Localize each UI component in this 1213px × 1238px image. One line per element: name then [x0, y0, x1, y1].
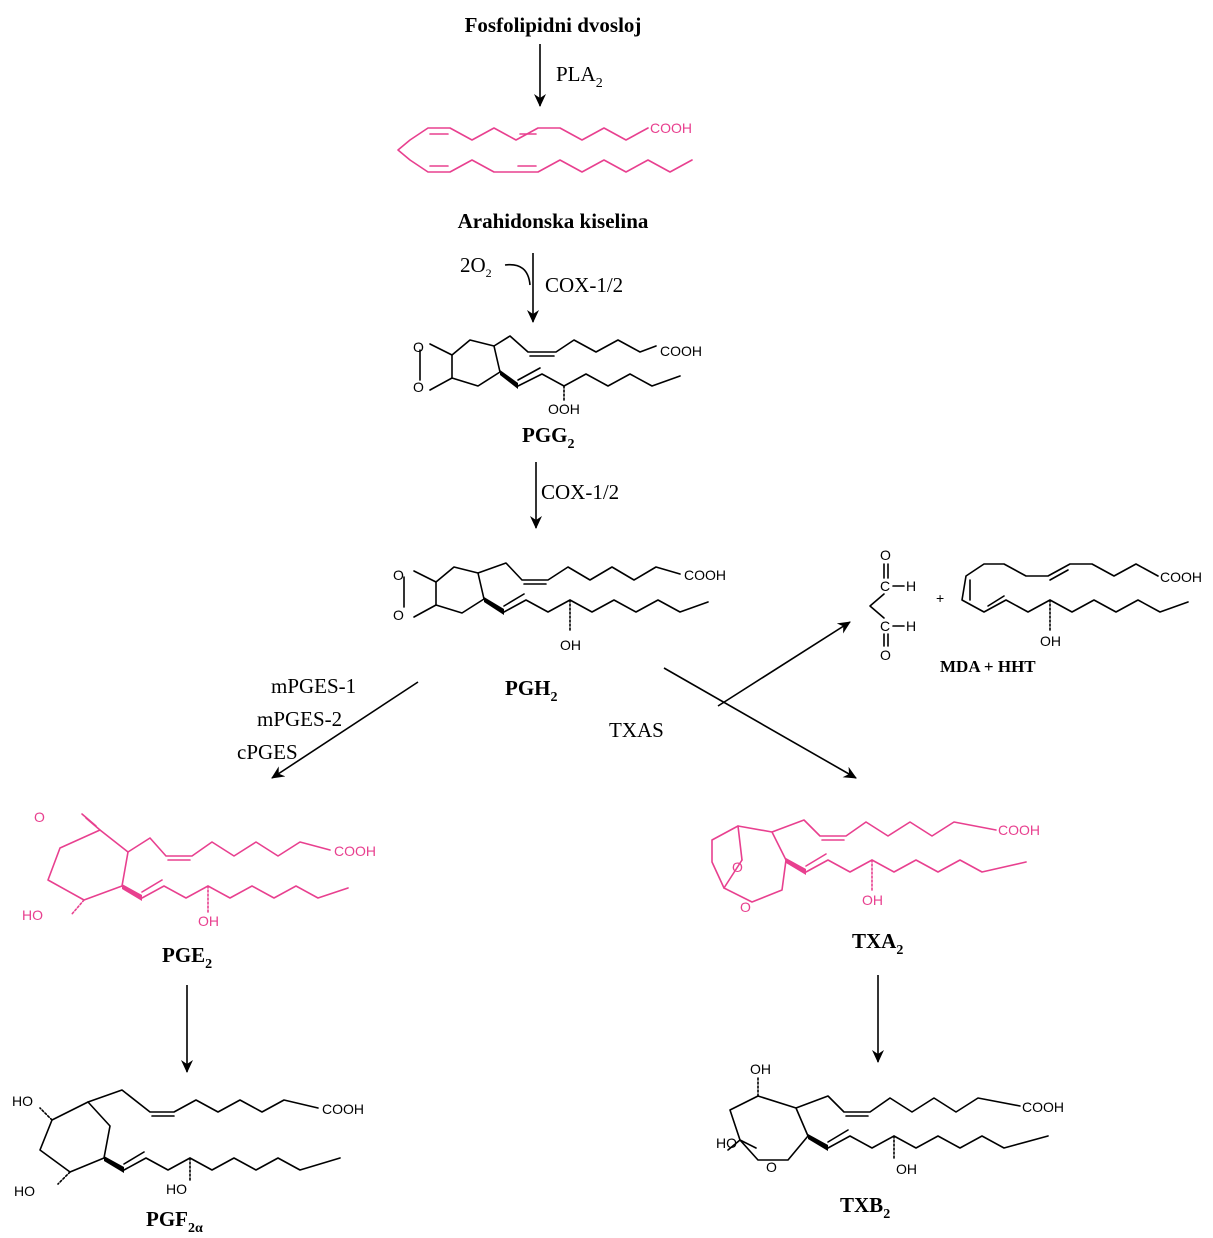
atom-cooh-pgg2: COOH: [660, 343, 702, 359]
atom-cooh-txa2: COOH: [998, 822, 1040, 838]
title-phospholipid: Fosfolipidni dvosloj: [465, 13, 642, 37]
title-arachidonic-acid: Arahidonska kiselina: [458, 209, 649, 233]
atom-o-pgg2-top: O: [413, 339, 424, 355]
atom-cooh-pgf2a: COOH: [322, 1101, 364, 1117]
arrow-to-mda-hht: [717, 621, 851, 707]
atom-oh-pgh2: OH: [560, 637, 581, 653]
title-mda-hht: MDA + HHT: [940, 657, 1036, 676]
atom-ho-pge2: HO: [22, 907, 43, 923]
atom-ooh-pgg2: OOH: [548, 401, 580, 417]
pgh2-structure: O O COOH OH: [393, 562, 726, 653]
enzyme-txas: TXAS: [609, 718, 664, 742]
txb2-structure: OH HO O COOH OH: [716, 1061, 1064, 1177]
atom-o-mda-bottom: O: [880, 647, 891, 663]
atom-o-pgh2-bottom: O: [393, 607, 404, 623]
pgg2-structure: O O COOH OOH: [413, 335, 702, 417]
pge2-structure: O COOH HO OH: [22, 809, 376, 929]
o2-curved-arrow: [504, 263, 531, 286]
enzyme-cox-1: COX-1/2: [545, 273, 623, 297]
title-pgg2: PGG2: [522, 423, 575, 452]
arrow-to-pge2: [271, 681, 419, 779]
arrow-to-txa2: [663, 667, 857, 779]
atom-o-mda-top: O: [880, 547, 891, 563]
atom-oh-txb2-ring: OH: [750, 1061, 771, 1077]
atom-ho-pgf2a-chain: HO: [166, 1181, 187, 1197]
mda-structure: O C H C H O: [869, 547, 916, 663]
atom-oh-hht: OH: [1040, 633, 1061, 649]
atom-c-mda-bottom: C: [880, 618, 890, 634]
atom-o-txa2-bridge: O: [732, 859, 743, 875]
enzyme-cpges: cPGES: [237, 740, 298, 764]
reagent-o2: 2O2: [460, 253, 492, 280]
atom-h-mda-top: H: [906, 578, 916, 594]
enzyme-mpges-1: mPGES-1: [271, 674, 356, 698]
atom-ho-pgf2a-bottom: HO: [14, 1183, 35, 1199]
hht-structure: COOH OH: [961, 563, 1202, 649]
atom-oh-txb2-chain: OH: [896, 1161, 917, 1177]
enzyme-mpges-2: mPGES-2: [257, 707, 342, 731]
atom-oh-pge2: OH: [198, 913, 219, 929]
atom-cooh-txb2: COOH: [1022, 1099, 1064, 1115]
plus-sign: +: [936, 590, 944, 606]
atom-ho-txb2: HO: [716, 1135, 737, 1151]
atom-h-mda-bottom: H: [906, 618, 916, 634]
atom-cooh-hht: COOH: [1160, 569, 1202, 585]
atom-o-pgg2-bottom: O: [413, 379, 424, 395]
atom-oh-txa2: OH: [862, 892, 883, 908]
atom-o-pge2: O: [34, 809, 45, 825]
pgf2a-structure: HO HO COOH HO: [12, 1089, 364, 1199]
title-pgf2a: PGF2α: [146, 1207, 203, 1236]
title-txa2: TXA2: [852, 929, 903, 958]
atom-o-txa2-ring: O: [740, 899, 751, 915]
title-pge2: PGE2: [162, 943, 212, 972]
atom-cooh-pge2: COOH: [334, 843, 376, 859]
title-pgh2: PGH2: [505, 676, 558, 705]
enzyme-pla2: PLA2: [556, 62, 603, 91]
arachidonic-acid-structure: COOH: [397, 120, 693, 173]
atom-ho-pgf2a-top: HO: [12, 1093, 33, 1109]
atom-cooh-aa: COOH: [650, 120, 692, 136]
enzyme-cox-2: COX-1/2: [541, 480, 619, 504]
atom-cooh-pgh2: COOH: [684, 567, 726, 583]
txa2-structure: O O COOH OH: [711, 819, 1040, 915]
title-txb2: TXB2: [840, 1193, 890, 1222]
atom-o-pgh2-top: O: [393, 567, 404, 583]
atom-c-mda-top: C: [880, 578, 890, 594]
atom-o-txb2-ring: O: [766, 1159, 777, 1175]
